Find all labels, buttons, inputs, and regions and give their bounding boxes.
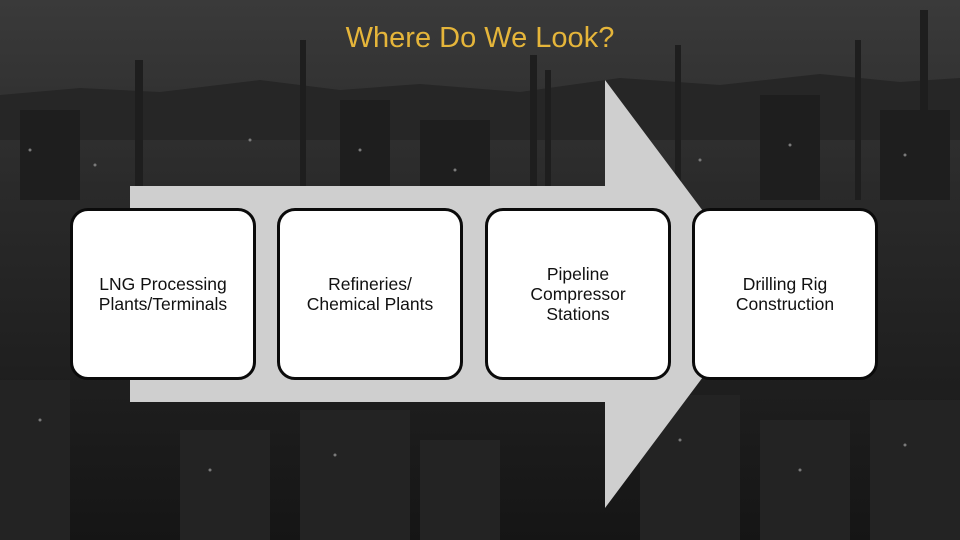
step-label: Refineries/ Chemical Plants bbox=[306, 274, 434, 314]
step-box-drilling-rig: Drilling Rig Construction bbox=[692, 208, 878, 380]
slide-title: Where Do We Look? bbox=[345, 22, 615, 54]
step-box-refineries: Refineries/ Chemical Plants bbox=[277, 208, 463, 380]
step-box-pipeline-compressor: Pipeline Compressor Stations bbox=[485, 208, 671, 380]
step-label: LNG Processing Plants/Terminals bbox=[98, 274, 228, 314]
step-label: Drilling Rig Construction bbox=[735, 274, 835, 314]
step-box-lng-processing: LNG Processing Plants/Terminals bbox=[70, 208, 256, 380]
step-label: Pipeline Compressor Stations bbox=[530, 264, 626, 324]
